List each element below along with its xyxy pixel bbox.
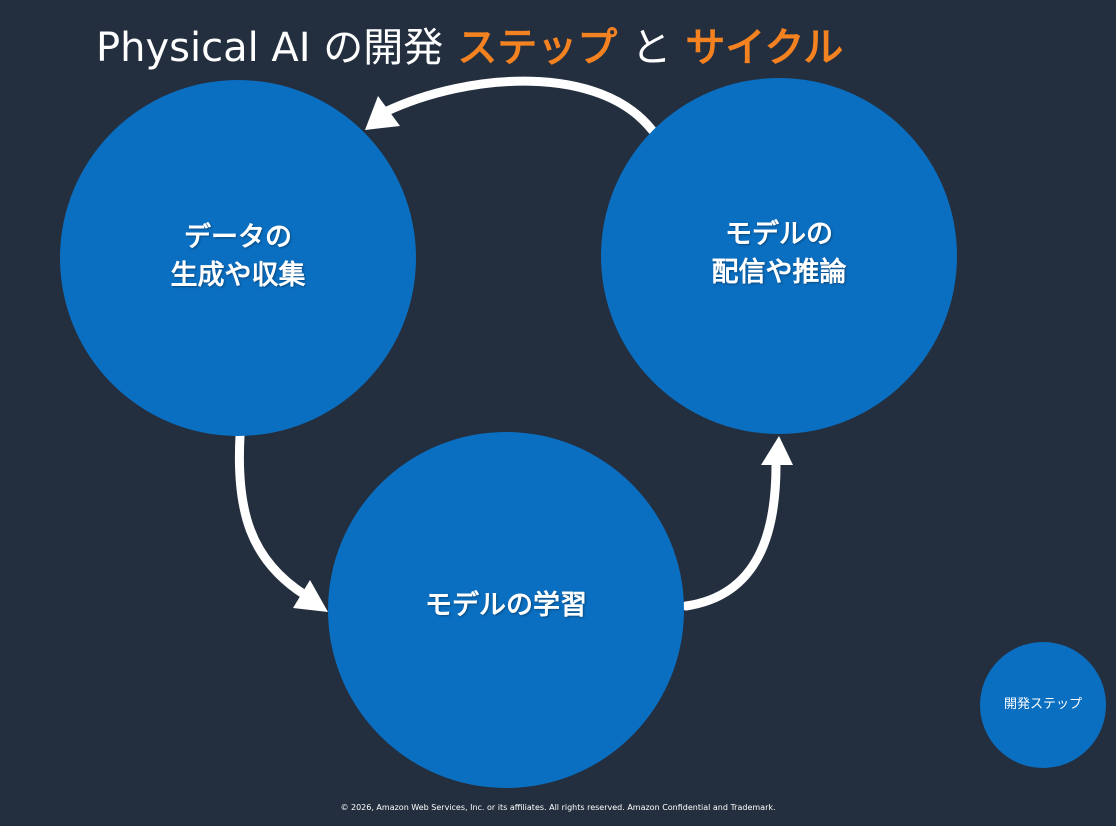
arrow-data-to-train — [234, 431, 310, 600]
legend-dev-step: 開発ステップ — [980, 642, 1106, 768]
node-deploy-line1: モデルの — [725, 219, 833, 250]
copyright-footer: © 2026, Amazon Web Services, Inc. or its… — [340, 803, 776, 812]
node-train-line1: モデルの学習 — [425, 590, 587, 621]
node-model-training: モデルの学習 — [328, 432, 684, 788]
node-data-line2: 生成や収集 — [170, 260, 306, 291]
node-data-collection: データの 生成や収集 — [60, 80, 416, 436]
arrow-train-to-deploy-head — [761, 436, 793, 465]
arrow-deploy-to-data — [380, 76, 657, 135]
arrow-data-to-train-head — [293, 580, 328, 612]
title-conjunction: と — [631, 25, 672, 71]
slide-title: Physical AI の開発ステップとサイクル — [96, 22, 843, 74]
legend-label: 開発ステップ — [1003, 697, 1082, 712]
title-accent-steps: ステップ — [457, 25, 618, 71]
arrow-deploy-to-data-head — [365, 96, 400, 130]
node-data-line1: データの — [184, 222, 292, 253]
title-prefix: Physical AI の開発 — [96, 25, 444, 71]
node-model-deployment: モデルの 配信や推論 — [601, 78, 957, 434]
title-accent-cycle: サイクル — [685, 25, 844, 71]
node-deploy-line2: 配信や推論 — [711, 257, 847, 288]
arrow-train-to-deploy — [681, 460, 781, 611]
